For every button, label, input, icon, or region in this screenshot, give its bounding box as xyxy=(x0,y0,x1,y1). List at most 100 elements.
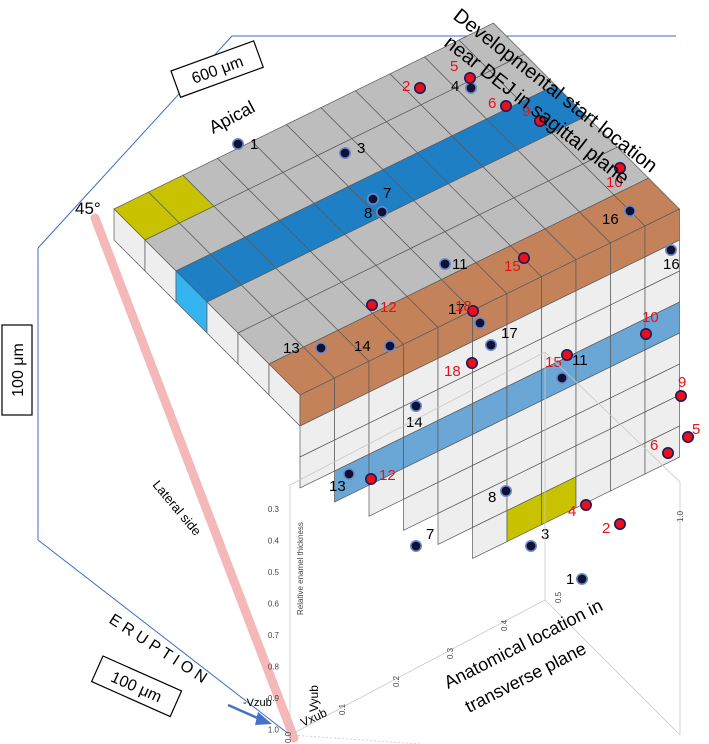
front-marker-dot xyxy=(661,446,674,459)
thickness-axis-ticks: 0.30.40.50.60.70.80.91.00.00.10.20.30.40… xyxy=(268,505,685,743)
front-marker-dot xyxy=(484,338,497,351)
top-marker-label: 16 xyxy=(602,211,619,228)
top-marker-dot xyxy=(473,316,486,329)
front-marker-label: 14 xyxy=(406,414,423,431)
top-marker-label: 4 xyxy=(451,78,459,95)
front-marker-dot xyxy=(555,371,568,384)
front-marker-dot xyxy=(681,430,694,443)
axis-label-relative-enamel-thickness: Relative enamel thickness xyxy=(296,522,305,615)
box-100um-bottom: 100 μm xyxy=(90,655,183,718)
vertical-tick-label: 0.5 xyxy=(268,568,280,577)
front-marker-label: 5 xyxy=(692,421,700,438)
axis-label-vxub: Vxub xyxy=(298,705,329,729)
top-marker-dot xyxy=(365,298,378,311)
front-marker-label: 15 xyxy=(545,354,562,371)
vertical-tick-label: 0.8 xyxy=(268,663,280,672)
vertical-tick-label: 1.0 xyxy=(268,726,280,735)
front-marker-label: 16 xyxy=(663,256,680,273)
thickness-axis-box xyxy=(289,351,681,744)
front-cell xyxy=(644,425,680,475)
angle-45-label: 45° xyxy=(75,199,101,218)
top-marker-label: 5 xyxy=(450,58,458,75)
top-marker-label: 6 xyxy=(488,95,496,112)
top-marker-dot xyxy=(338,147,351,160)
top-marker-dot xyxy=(463,72,476,85)
front-marker-dot xyxy=(674,389,687,402)
vertical-tick-label: 0.6 xyxy=(268,600,280,609)
front-marker-label: 13 xyxy=(329,478,346,495)
apical-label: Apical xyxy=(205,97,258,138)
top-marker-dot xyxy=(366,193,379,206)
box-100um-vertical-label: 100 μm xyxy=(10,343,27,397)
axis-label-vyub: Vyub xyxy=(307,685,321,712)
front-marker-label: 7 xyxy=(426,526,434,543)
front-marker-dot xyxy=(342,467,355,480)
top-marker-dot xyxy=(533,115,546,128)
top-marker-label: 15 xyxy=(504,258,521,275)
top-marker-label: 17 xyxy=(448,301,465,318)
front-marker-dot xyxy=(664,244,677,257)
front-marker-dot xyxy=(579,498,592,511)
horizontal-tick-label: 0.0 xyxy=(284,731,293,743)
top-marker-label: 12 xyxy=(380,299,397,316)
horizontal-tick-label: 0.1 xyxy=(338,703,347,715)
box-100um-vertical: 100 μm xyxy=(1,324,33,416)
top-marker-label: 11 xyxy=(452,256,468,273)
top-marker-label: 7 xyxy=(383,185,391,202)
vertical-tick-label: 0.3 xyxy=(268,505,280,514)
front-marker-label: 12 xyxy=(379,467,396,484)
top-marker-label: 10 xyxy=(606,174,623,191)
top-marker-dot xyxy=(466,304,479,317)
front-marker-label: 9 xyxy=(678,374,686,391)
top-marker-label: 3 xyxy=(357,140,365,157)
top-marker-label: 13 xyxy=(283,340,300,357)
front-marker-dot xyxy=(499,484,512,497)
horizontal-tick-label: 0.4 xyxy=(500,619,509,631)
front-marker-dot xyxy=(364,472,377,485)
front-marker-dot xyxy=(575,572,588,585)
vertical-tick-label: 0.4 xyxy=(268,537,280,546)
front-marker-label: 1 xyxy=(566,571,574,588)
top-marker-dot xyxy=(413,82,426,95)
top-marker-dot xyxy=(613,162,626,175)
front-marker-dot xyxy=(409,399,422,412)
top-marker-label: 8 xyxy=(364,205,372,222)
top-marker-label: 1 xyxy=(250,136,258,153)
right-tick-label: 1.0 xyxy=(676,510,685,522)
top-marker-dot xyxy=(232,138,245,151)
top-marker-dot xyxy=(383,339,396,352)
box-600um: 600 μm xyxy=(170,40,265,99)
front-marker-label: 8 xyxy=(488,489,496,506)
front-marker-label: 18 xyxy=(444,363,461,380)
vertical-tick-label: 0.9 xyxy=(268,694,280,703)
pink-45-line xyxy=(90,213,299,743)
front-marker-dot xyxy=(465,356,478,369)
front-marker-dot xyxy=(524,539,537,552)
vertical-tick-label: 0.7 xyxy=(268,631,280,640)
top-marker-dot xyxy=(314,341,327,354)
front-marker-label: 11 xyxy=(572,352,588,369)
top-marker-dot xyxy=(499,100,512,113)
top-marker-label: 9 xyxy=(522,103,530,120)
top-marker-dot xyxy=(623,205,636,218)
top-marker-dot xyxy=(375,206,388,219)
top-marker-label: 18 xyxy=(455,298,472,315)
top-marker-dot xyxy=(517,252,530,265)
front-marker-label: 6 xyxy=(650,437,658,454)
eruption-arrow xyxy=(227,703,272,725)
wireframe-cube xyxy=(37,35,676,736)
front-marker-label: 17 xyxy=(501,325,518,342)
front-marker-label: 4 xyxy=(568,503,576,520)
front-marker-label: 10 xyxy=(642,309,659,326)
front-marker-dot xyxy=(613,517,626,530)
front-marker-dot xyxy=(409,539,422,552)
top-marker-label: 2 xyxy=(402,78,410,95)
front-marker-dot xyxy=(560,348,573,361)
horizontal-tick-label: 0.2 xyxy=(392,675,401,687)
front-marker-dot xyxy=(639,327,652,340)
top-marker-dot xyxy=(438,257,451,270)
top-marker-label: 14 xyxy=(354,338,371,355)
horizontal-tick-label: 0.5 xyxy=(554,591,563,603)
